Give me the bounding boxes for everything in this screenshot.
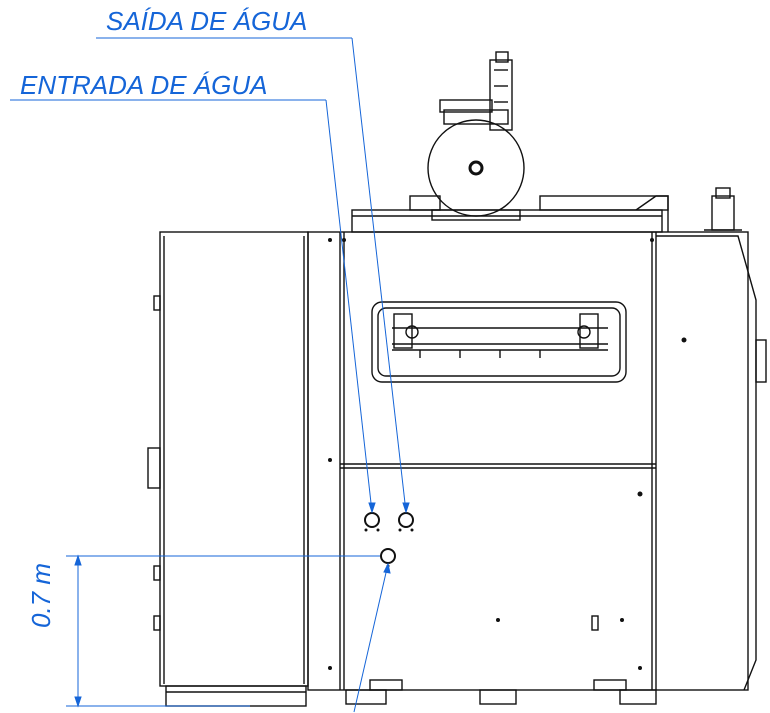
top-valve xyxy=(711,195,735,231)
water-inlet-fitting xyxy=(364,512,380,528)
drain-leader xyxy=(353,563,389,713)
left-base-rail xyxy=(165,685,307,707)
annotations xyxy=(10,37,410,713)
motor-drum xyxy=(427,119,525,217)
machine-linework xyxy=(147,51,767,707)
height-dimension-label: 0.7 m xyxy=(26,562,56,628)
water-outlet-label: SAÍDA DE ÁGUA xyxy=(106,6,308,36)
foot-left xyxy=(345,689,387,705)
top-frame xyxy=(351,209,663,233)
front-window xyxy=(371,301,627,383)
water-inlet-label: ENTRADA DE ÁGUA xyxy=(20,70,268,100)
drain-fitting xyxy=(380,548,396,564)
water-outlet-fitting xyxy=(398,512,414,528)
outlet-leader xyxy=(351,37,407,513)
main-body xyxy=(307,231,749,691)
foot-center xyxy=(479,689,517,705)
fastener-dots xyxy=(328,238,687,670)
inlet-leader xyxy=(325,99,373,513)
left-cabinet xyxy=(159,231,309,687)
foot-right xyxy=(619,689,657,705)
